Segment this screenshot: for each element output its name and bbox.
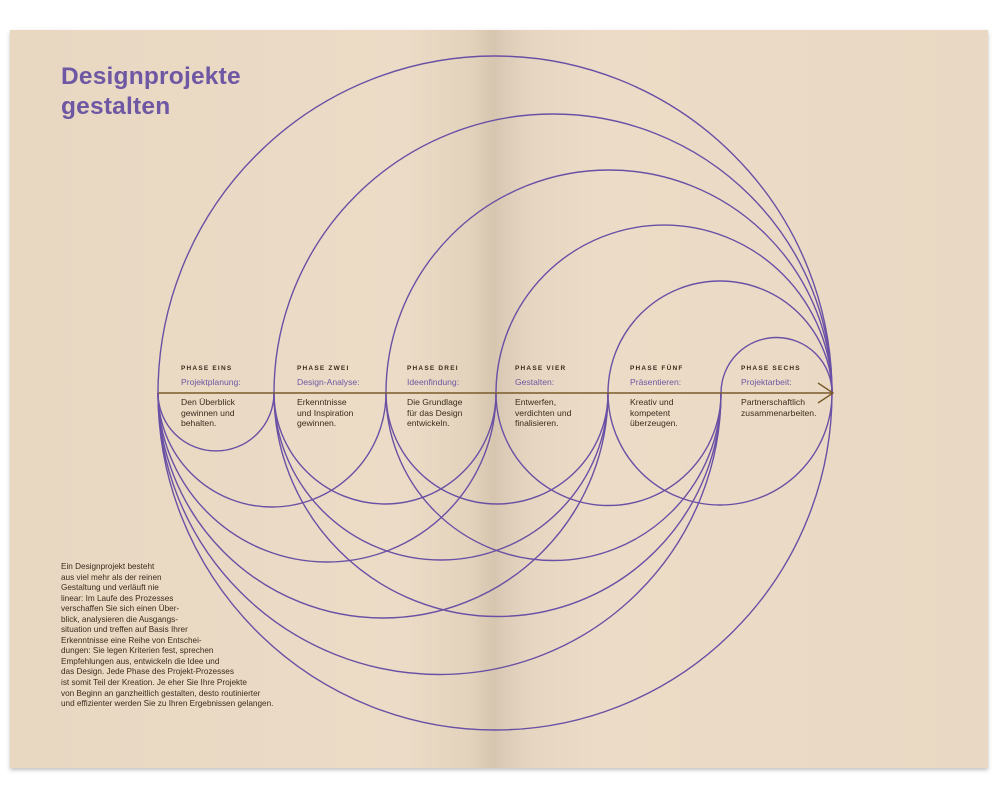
upper-arc-5: [607, 280, 833, 394]
phase-label: Phase vier: [515, 365, 567, 372]
phase-diagram: [157, 55, 835, 731]
phase-description: Kreativ und kompetent überzeugen.: [630, 397, 678, 428]
lower-arc-from-left-5: [157, 392, 722, 676]
phase-description: Entwerfen, verdichten und finalisieren.: [515, 397, 572, 428]
phase-arcs: [157, 55, 833, 731]
upper-arc-6: [720, 336, 833, 394]
phase-description: Erkenntnisse und Inspiration gewinnen.: [297, 397, 354, 428]
upper-arc-2: [273, 113, 833, 394]
phase-name: Design-Analyse:: [297, 377, 360, 387]
lower-arc-from-left-2: [157, 392, 387, 508]
page-title-line-1: Designprojekte: [61, 63, 241, 90]
timeline-arrow-head: [817, 382, 835, 404]
lower-arc-2-4: [385, 392, 609, 505]
phase-label: Phase drei: [407, 365, 459, 372]
lower-arc-3-5: [495, 392, 722, 507]
phase-description: Den Überblick gewinnen und behalten.: [181, 397, 235, 428]
lower-arc-1-4: [273, 392, 609, 561]
upper-arc-4: [495, 224, 833, 394]
book-spread: Designprojekte gestalten Phase einsProje…: [10, 30, 988, 768]
lower-arc-from-left-3: [157, 392, 497, 563]
phase-name: Gestalten:: [515, 377, 555, 387]
page-title: Designprojekte gestalten: [61, 62, 241, 122]
phase-label: Phase eins: [181, 365, 233, 372]
phase-label: Phase sechs: [741, 365, 801, 372]
upper-arc-1: [157, 55, 833, 394]
phase-1: Phase einsProjektplanung: Den Überblick g…: [181, 365, 291, 429]
lower-arc-from-left-6: [157, 392, 833, 731]
phase-name: Projektarbeit:: [741, 377, 792, 387]
phase-5: Phase fünfPräsentieren: Kreativ und kompe…: [630, 365, 740, 429]
lower-arc-2-5: [385, 392, 722, 562]
phase-name: Präsentieren:: [630, 377, 682, 387]
phase-6: Phase sechsProjektarbeit: Partnerschaftli…: [741, 365, 851, 418]
lower-arc-4-6: [607, 392, 833, 506]
phase-name: Ideenfindung:: [407, 377, 460, 387]
phase-3: Phase dreiIdeenfindung: Die Grundlage für…: [407, 365, 517, 429]
phase-label: Phase zwei: [297, 365, 350, 372]
intro-paragraph: Ein Designprojekt besteht aus viel mehr …: [61, 562, 274, 709]
lower-arc-1-3: [273, 392, 497, 505]
phase-description: Partnerschaftlich zusammenarbeiten.: [741, 397, 817, 418]
phase-name: Projektplanung:: [181, 377, 241, 387]
lower-arc-1-5: [273, 392, 722, 618]
phase-4: Phase vierGestalten: Entwerfen, verdichte…: [515, 365, 625, 429]
upper-arc-3: [385, 169, 833, 394]
phase-description: Die Grundlage für das Design entwickeln.: [407, 397, 463, 428]
page-title-line-2: gestalten: [61, 93, 171, 120]
phase-label: Phase fünf: [630, 365, 684, 372]
phase-2: Phase zweiDesign-Analyse: Erkenntnisse un…: [297, 365, 407, 429]
lower-arc-from-left-4: [157, 392, 609, 619]
lower-arc-from-left-1: [157, 392, 275, 452]
